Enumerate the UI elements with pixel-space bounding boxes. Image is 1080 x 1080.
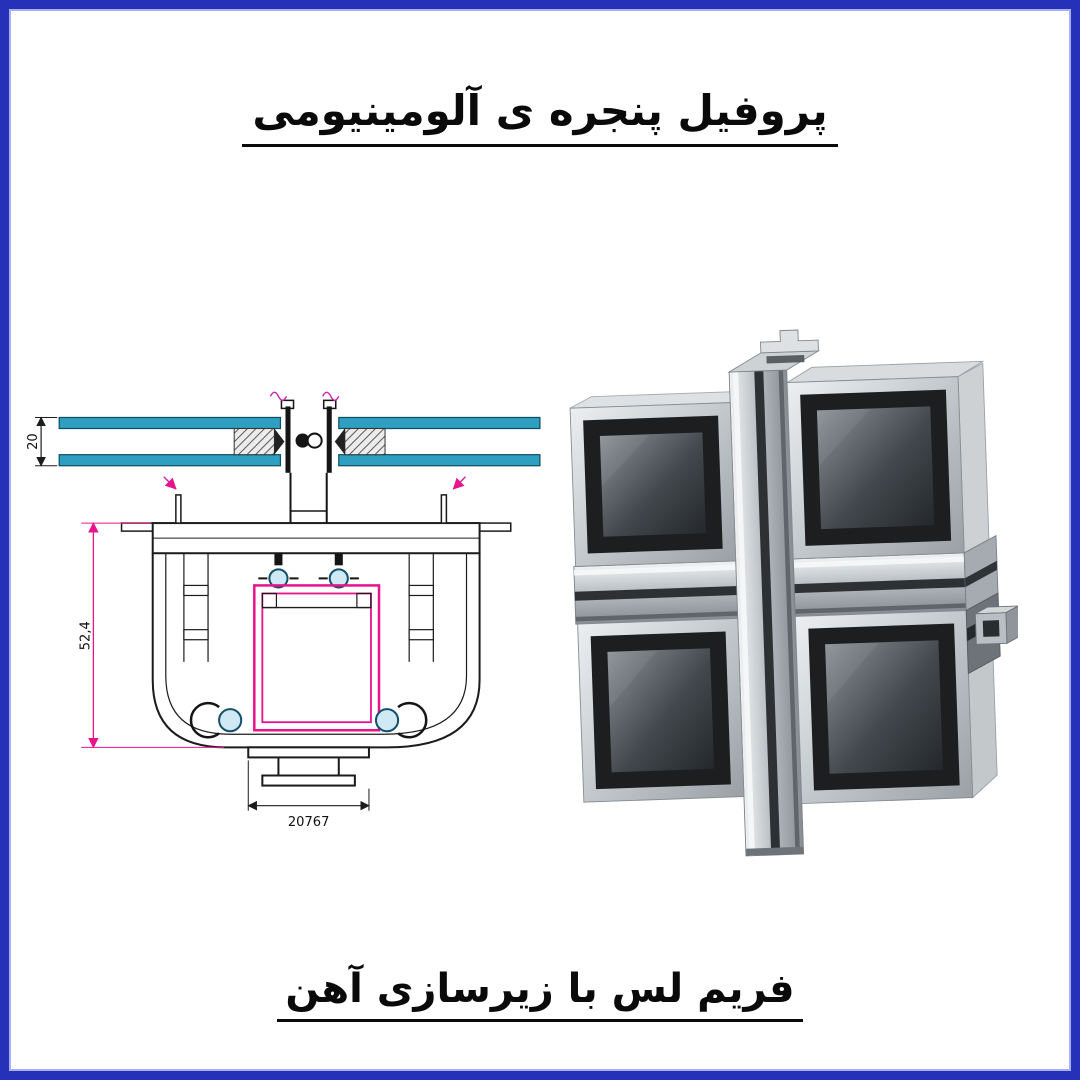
dimension-part-number: 20767 <box>247 760 370 830</box>
glass-pane-left <box>58 416 285 467</box>
frame-cover <box>120 494 512 555</box>
central-connector <box>280 399 337 524</box>
screw-bosses <box>258 553 359 589</box>
3d-glass-panel-top-right <box>786 376 965 560</box>
frame-body <box>151 553 481 749</box>
glass-pane-right <box>334 416 541 467</box>
steel-tube-magenta <box>253 584 381 732</box>
steel-insert-tube <box>974 605 1018 645</box>
bottom-caption-text: فریم لس با زیرسازی آهن <box>277 966 803 1022</box>
dim-label-20: 20 <box>26 433 41 450</box>
bottom-caption: فریم لس با زیرسازی آهن <box>0 966 1080 1022</box>
3d-glass-panel-bottom-right <box>794 610 974 805</box>
3d-glass-panel-bottom-left <box>577 618 745 803</box>
dim-label-52-4: 52,4 <box>78 621 93 650</box>
dimension-glass-thickness: 20 <box>26 416 58 467</box>
mullion-top-profile <box>727 329 821 373</box>
cad-cross-section-drawing: 20 52,4 20767 <box>25 360 553 838</box>
transom-end-extrusion <box>963 534 1001 675</box>
page-title-text: پروفیل پنجره ی آلومینیومی <box>242 86 838 147</box>
dim-label-20767: 20767 <box>288 815 330 830</box>
page-title: پروفیل پنجره ی آلومینیومی <box>0 86 1080 147</box>
clamp-rollers <box>189 701 428 739</box>
sealant-callouts <box>163 391 467 490</box>
bottom-tail <box>247 746 370 787</box>
3d-vertical-mullion <box>728 369 805 857</box>
render-3d-curtain-wall <box>568 318 1018 880</box>
dimension-profile-height: 52,4 <box>78 522 225 749</box>
3d-glass-panel-top-left <box>569 402 737 567</box>
